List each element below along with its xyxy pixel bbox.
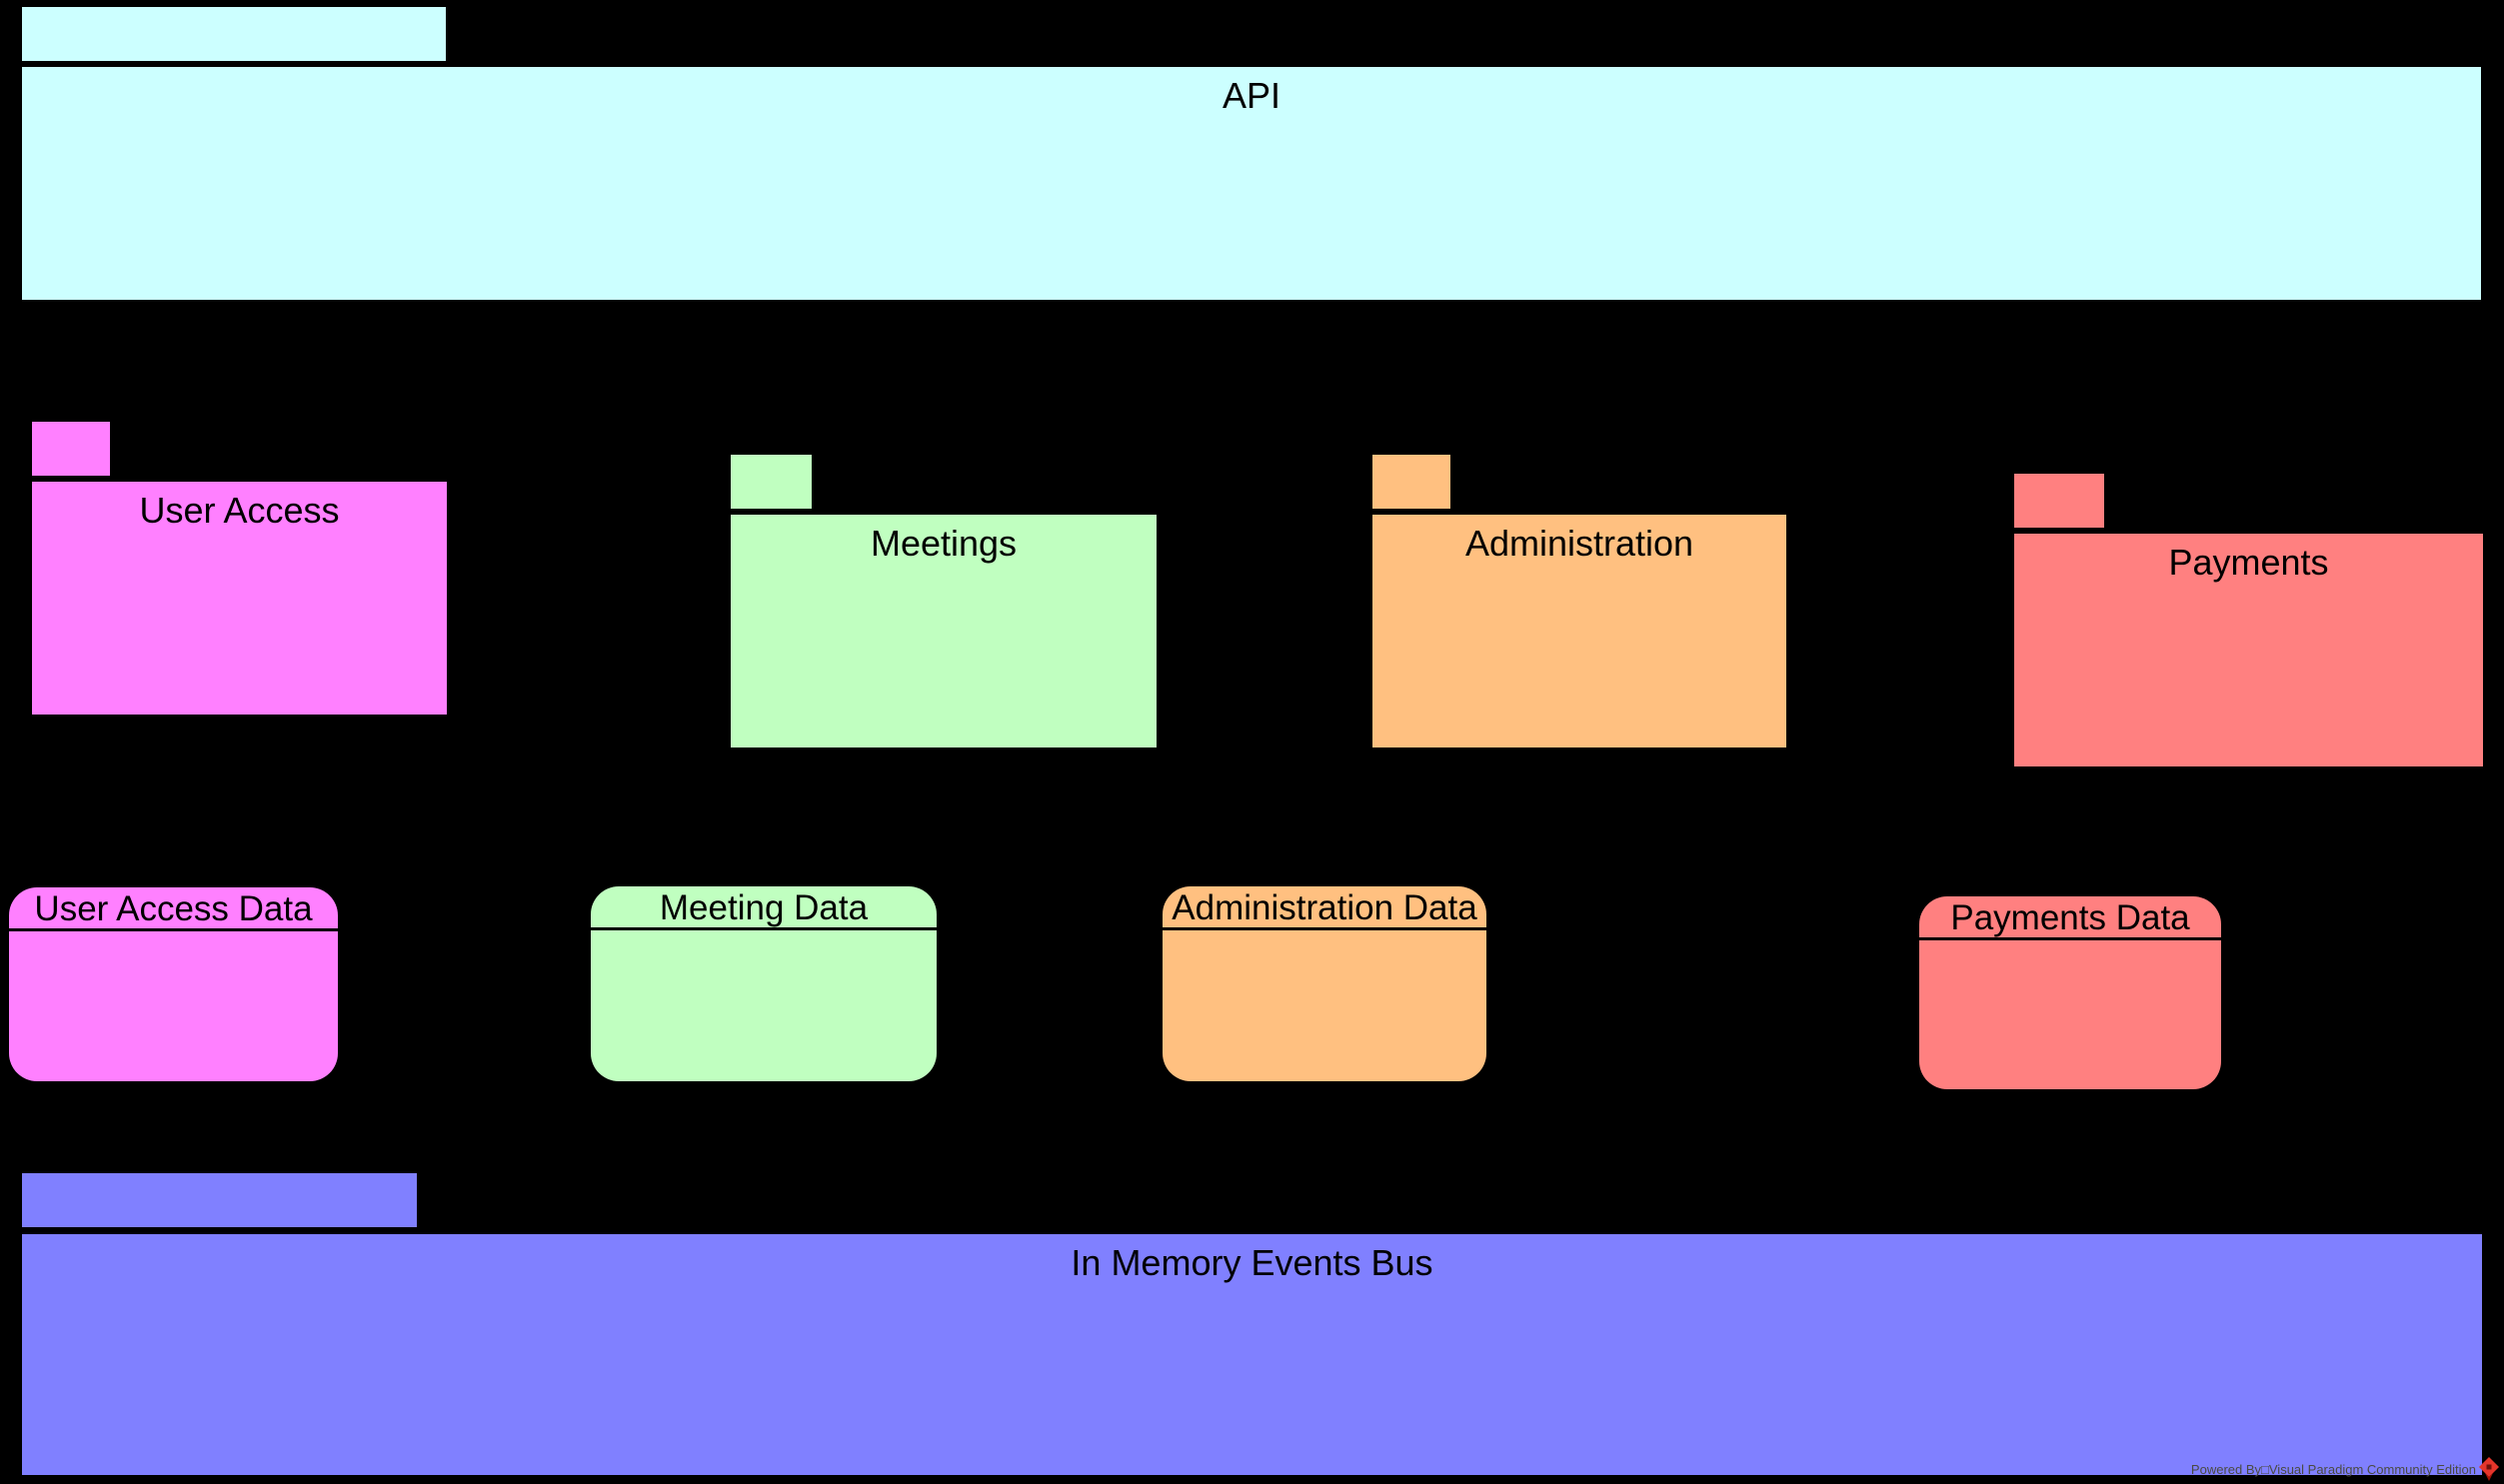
package-events-bus-tab: [22, 1173, 417, 1230]
package-payments: Payments: [2014, 534, 2483, 766]
package-payments-tab: [2014, 474, 2104, 531]
watermark-text: Powered By□Visual Paradigm Community Edi…: [2190, 1461, 2476, 1477]
datastore-meeting-data: Meeting Data: [591, 886, 937, 1081]
package-user-access-label: User Access: [139, 490, 340, 531]
datastore-user-access-data: User Access Data: [9, 887, 338, 1081]
package-api: API: [22, 67, 2481, 300]
package-meetings: Meetings: [731, 515, 1157, 747]
package-meetings-tab: [731, 455, 812, 512]
package-administration: Administration: [1372, 515, 1786, 747]
datastore-payments-data-title: Payments Data: [1919, 896, 2221, 940]
package-administration-tab: [1372, 455, 1450, 512]
package-user-access: User Access: [32, 482, 447, 715]
datastore-payments-data: Payments Data: [1919, 896, 2221, 1089]
watermark: Powered By□Visual Paradigm Community Edi…: [2191, 1457, 2499, 1481]
package-events-bus-label: In Memory Events Bus: [1071, 1242, 1433, 1283]
datastore-administration-data-title: Administration Data: [1163, 886, 1486, 930]
package-events-bus: In Memory Events Bus: [22, 1234, 2482, 1475]
package-administration-label: Administration: [1464, 523, 1694, 564]
package-payments-label: Payments: [2168, 542, 2329, 583]
datastore-administration-data: Administration Data: [1163, 886, 1486, 1081]
package-user-access-tab: [32, 422, 110, 479]
package-meetings-label: Meetings: [870, 523, 1018, 564]
datastore-user-access-data-title: User Access Data: [9, 887, 338, 931]
visual-paradigm-logo-icon: [2479, 1457, 2499, 1481]
datastore-meeting-data-title: Meeting Data: [591, 886, 937, 930]
package-api-label: API: [1222, 75, 1281, 116]
package-api-tab: [22, 7, 446, 64]
